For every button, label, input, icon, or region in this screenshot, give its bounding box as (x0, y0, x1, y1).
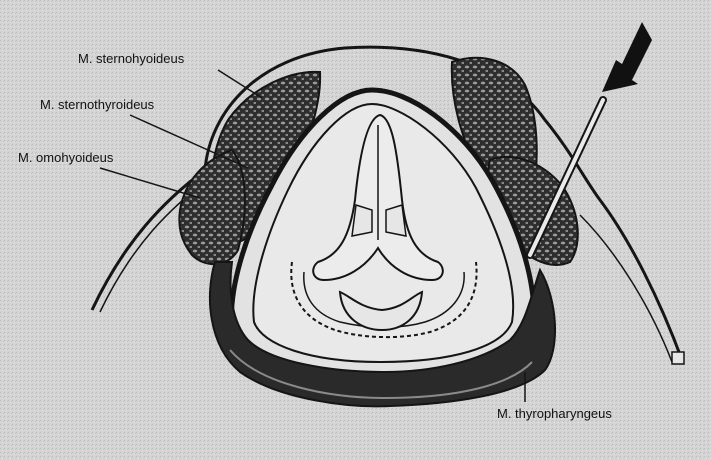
label-sternohyoideus: M. sternohyoideus (78, 51, 185, 66)
arytenoid-left (352, 205, 372, 236)
label-thyropharyngeus: M. thyropharyngeus (497, 406, 612, 421)
neck-edge-tip (672, 352, 684, 364)
label-omohyoideus: M. omohyoideus (18, 150, 114, 165)
label-sternothyroideus: M. sternothyroideus (40, 97, 155, 112)
arytenoid-right (386, 205, 406, 236)
